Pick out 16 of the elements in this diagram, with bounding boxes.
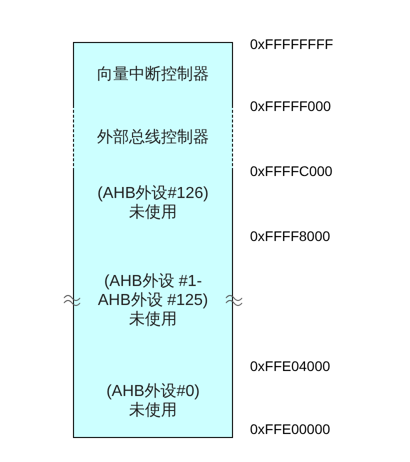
memory-region — [73, 42, 233, 106]
region-label: 向量中断控制器 — [97, 64, 209, 84]
address-label: 0xFFFF8000 — [250, 228, 330, 244]
address-label: 0xFFFFC000 — [250, 163, 332, 179]
address-label: 0xFFE00000 — [250, 421, 330, 437]
address-label: 0xFFFFF000 — [250, 98, 331, 114]
region-label: 未使用 — [129, 401, 177, 420]
region-label: (AHB外设 #1-AHB外设 #125) — [96, 272, 210, 310]
region-label: 未使用 — [129, 310, 177, 328]
region-label: 外部总线控制器 — [97, 128, 209, 147]
region-label: (AHB外设#0) — [106, 382, 200, 401]
region-label: 未使用 — [129, 202, 177, 222]
address-label: 0xFFFFFFFF — [250, 36, 334, 52]
memory-region — [73, 365, 233, 438]
region-label: (AHB外设#126) — [97, 184, 209, 202]
address-label: 0xFFE04000 — [250, 358, 330, 374]
